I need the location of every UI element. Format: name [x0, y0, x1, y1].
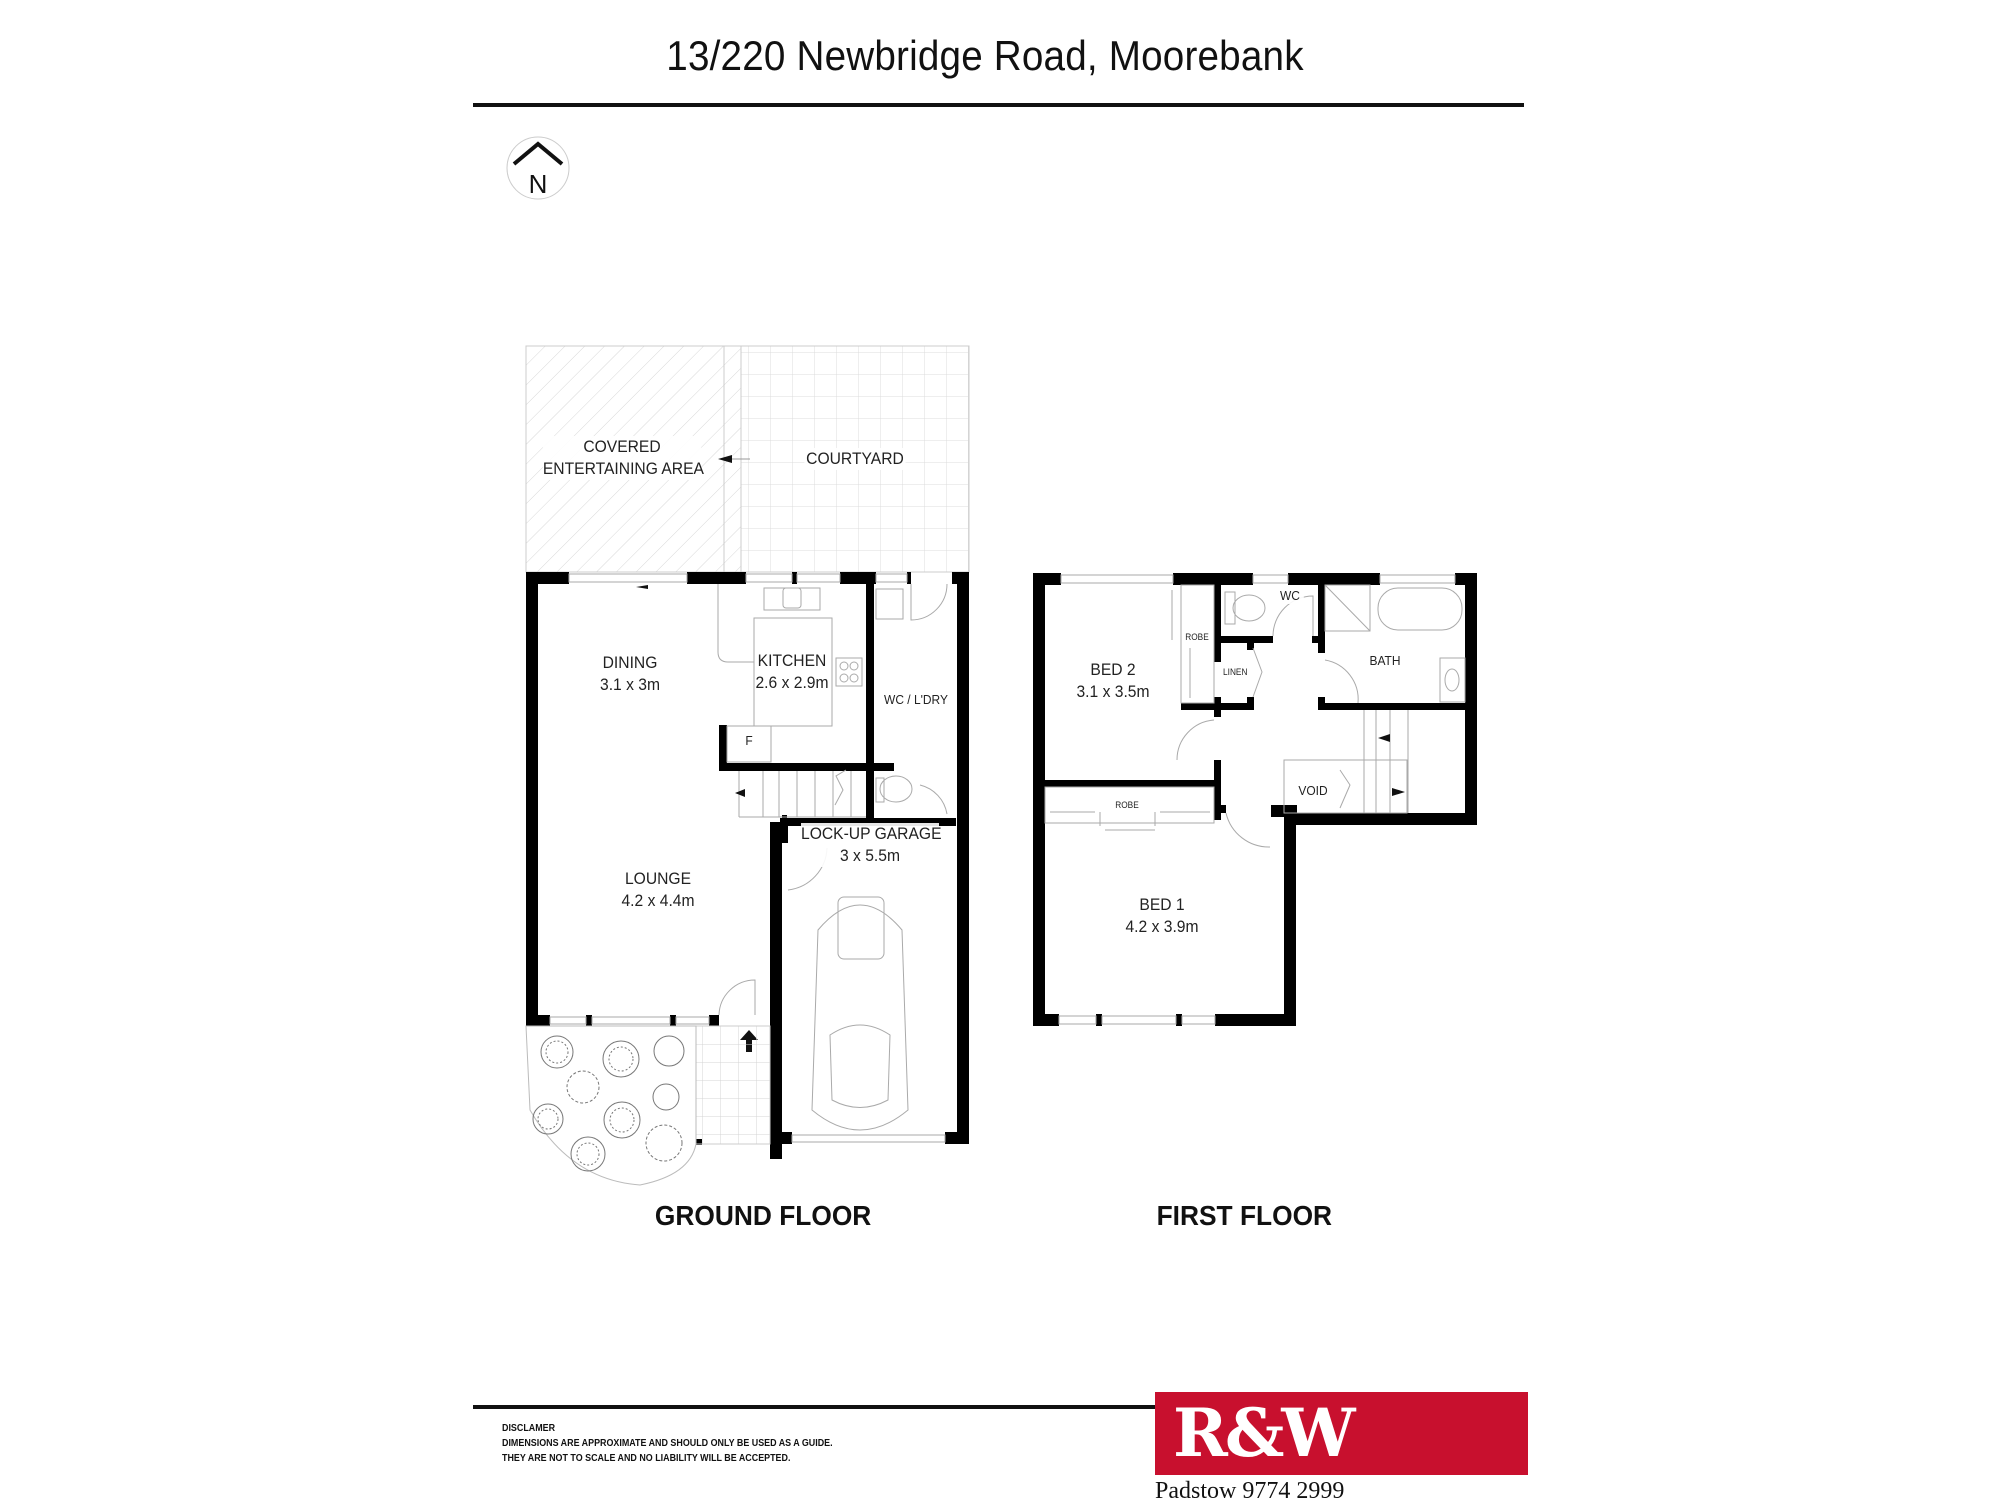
robe-bed1-label: ROBE	[1113, 800, 1141, 810]
room-size: 3.1 x 3.5m	[1076, 682, 1150, 701]
courtyard-label: COURTYARD	[804, 448, 906, 470]
covered-line1: COVERED	[583, 437, 661, 456]
room-size: 3.1 x 3m	[599, 675, 660, 694]
office-contact: Padstow 9774 2999	[1155, 1478, 1345, 1504]
room-name: LOUNGE	[624, 869, 692, 888]
robe-bed2-label: ROBE	[1185, 632, 1209, 642]
covered-line2: ENTERTAINING AREA	[542, 459, 704, 478]
room-size: 4.2 x 3.9m	[1125, 917, 1199, 936]
header-divider	[473, 103, 1524, 107]
disclaimer-title: DISCLAMER	[502, 1422, 556, 1434]
room-dining: DINING 3.1 x 3m	[584, 652, 676, 696]
room-size: 3 x 5.5m	[839, 846, 900, 865]
room-name: BED 1	[1139, 895, 1185, 914]
brand-logo-text: R&W	[1173, 1394, 1356, 1472]
disclaimer-line1: DIMENSIONS ARE APPROXIMATE AND SHOULD ON…	[502, 1437, 833, 1449]
room-size: 2.6 x 2.9m	[755, 673, 829, 692]
room-bed2: BED 2 3.1 x 3.5m	[1071, 659, 1155, 703]
room-bed1: BED 1 4.2 x 3.9m	[1116, 894, 1208, 938]
void-label: VOID	[1296, 783, 1330, 799]
room-name: BED 2	[1090, 660, 1136, 679]
room-wc-laundry: WC / L'DRY	[884, 692, 948, 707]
room-kitchen: KITCHEN 2.6 x 2.9m	[755, 650, 829, 694]
fridge-label: F	[745, 733, 753, 748]
north-arrow-icon: N	[506, 136, 570, 200]
room-name: LOCK-UP GARAGE	[801, 824, 942, 843]
svg-text:N: N	[529, 169, 548, 199]
covered-entertaining-label: COVERED ENTERTAINING AREA	[542, 436, 704, 480]
wc-label: WC	[1276, 588, 1304, 604]
linen-label: LINEN	[1223, 667, 1248, 677]
room-garage: LOCK-UP GARAGE 3 x 5.5m	[801, 823, 942, 867]
first-floor-title: FIRST FLOOR	[1156, 1200, 1333, 1231]
room-lounge: LOUNGE 4.2 x 4.4m	[612, 868, 704, 912]
room-name: KITCHEN	[757, 651, 827, 670]
bath-label: BATH	[1366, 653, 1404, 669]
room-size: 4.2 x 4.4m	[621, 891, 695, 910]
ground-floor-title: GROUND FLOOR	[654, 1200, 872, 1231]
footer-divider	[473, 1405, 1156, 1409]
disclaimer-line2: THEY ARE NOT TO SCALE AND NO LIABILITY W…	[502, 1452, 791, 1464]
room-name: DINING	[602, 653, 658, 672]
brand-logo: R&W	[1155, 1392, 1528, 1475]
page-title: 13/220 Newbridge Road, Moorebank	[666, 32, 1304, 79]
disclaimer: DISCLAMER DIMENSIONS ARE APPROXIMATE AND…	[502, 1421, 833, 1466]
